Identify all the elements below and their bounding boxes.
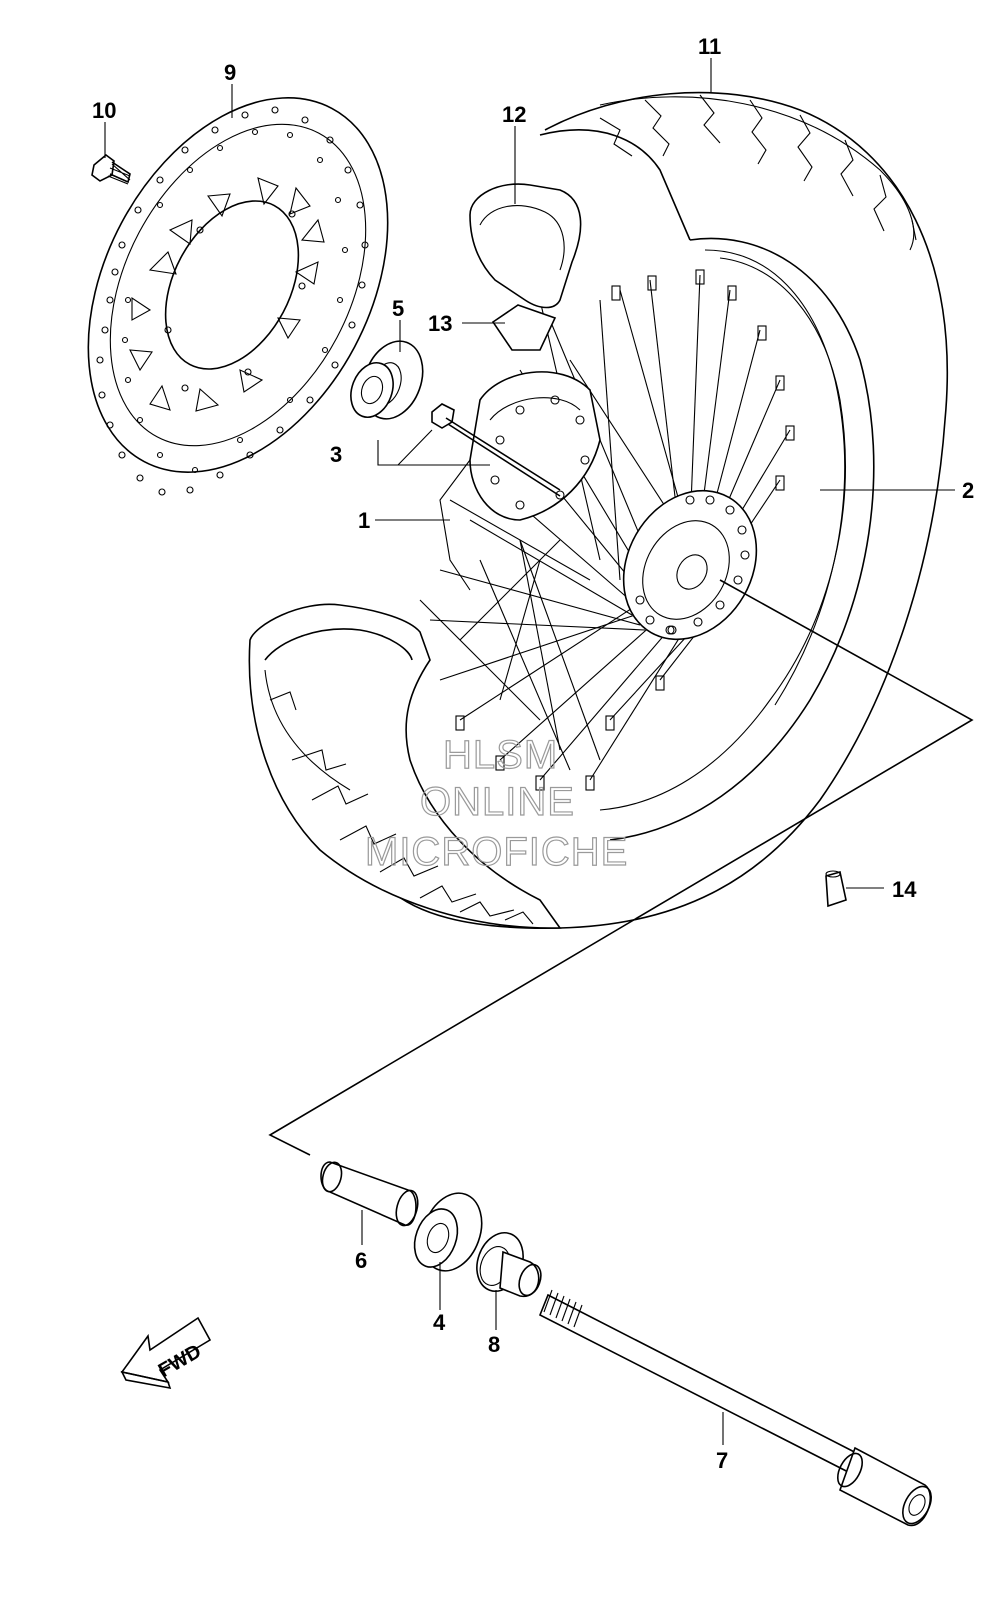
spacer: [320, 1161, 419, 1227]
tire-cutaway: [248, 603, 562, 929]
tire: [379, 91, 949, 929]
callout-3: 3: [330, 442, 342, 467]
callout-6: 6: [355, 1248, 367, 1273]
callout-14: 14: [892, 877, 917, 902]
axle: [538, 1289, 932, 1527]
callout-9: 9: [224, 60, 236, 85]
valve-cap: [825, 870, 847, 908]
callout-4: 4: [433, 1310, 446, 1335]
tube: [469, 183, 582, 309]
spoke-set: [431, 403, 561, 497]
watermark-line-2: ONLINE: [420, 780, 575, 824]
callout-10: 10: [92, 98, 116, 123]
wheel-spokes: [419, 269, 795, 791]
watermark-line-3: MICROFICHE: [365, 830, 628, 874]
bearing-lower: [413, 1192, 483, 1272]
callout-1: 1: [358, 508, 370, 533]
callout-5: 5: [392, 296, 404, 321]
bearing-upper: [350, 340, 424, 420]
callout-numbers: 1 2 3 4 5 6 7 8 9 10 11 12 13 14: [92, 34, 974, 1473]
disc-bolt: [91, 153, 131, 185]
explosion-lines: [268, 579, 974, 1156]
callout-12: 12: [502, 102, 526, 127]
callout-11: 11: [698, 34, 721, 59]
watermark-line-1: HLSM: [443, 733, 558, 777]
callout-8: 8: [488, 1332, 500, 1357]
watermark: HLSM ONLINE MICROFICHE: [364, 732, 628, 874]
brake-disc: [87, 97, 389, 496]
fwd-arrow-icon: FWD: [120, 1316, 212, 1390]
callout-7: 7: [716, 1448, 728, 1473]
rim-band: [491, 304, 557, 351]
collar: [476, 1232, 542, 1297]
callout-13: 13: [428, 311, 452, 336]
leader-lines: [104, 58, 955, 1445]
callout-2: 2: [962, 478, 974, 503]
